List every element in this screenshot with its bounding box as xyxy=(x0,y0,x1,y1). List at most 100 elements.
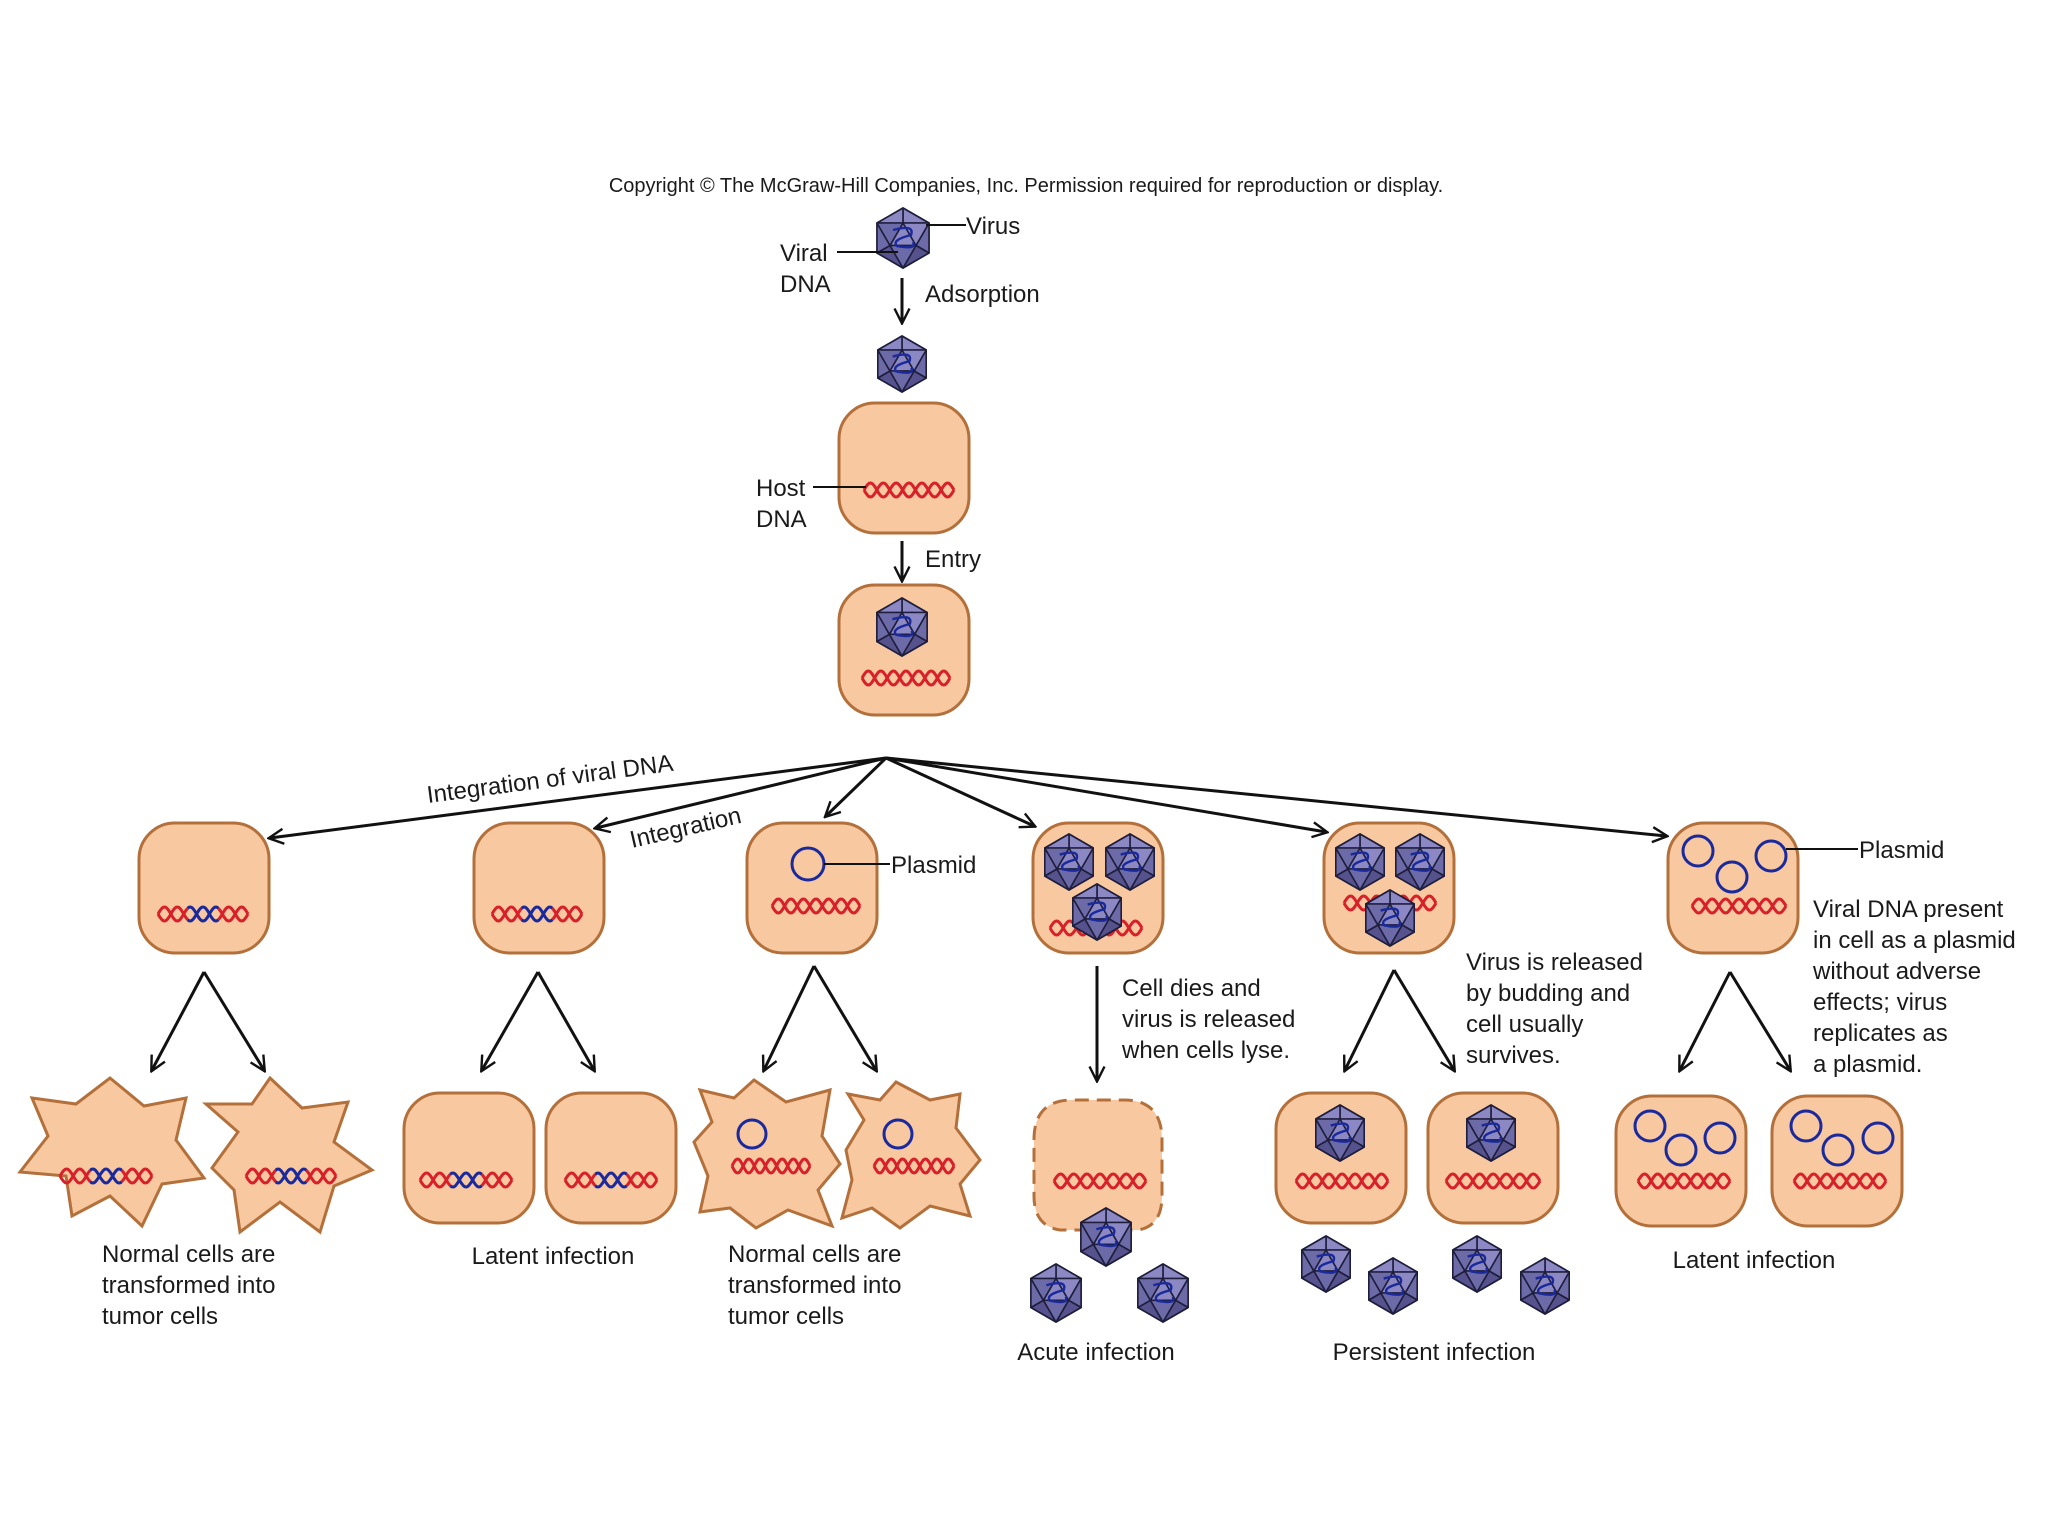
capsid-facet-9 xyxy=(1084,918,1110,941)
dna-strand-b xyxy=(730,1157,812,1175)
budded-virus-1 xyxy=(1301,1235,1351,1293)
integrated-dna-1 xyxy=(156,905,250,923)
capsid-facet-9 xyxy=(1464,1270,1490,1293)
plasmid-cell-dna-1 xyxy=(770,897,862,915)
split-arrow-1a xyxy=(152,971,206,1070)
dna-strand-b xyxy=(1690,897,1788,915)
outcome-tumor-1-line-2: transformed into xyxy=(102,1272,275,1299)
dna-strand-b-2 xyxy=(89,1167,123,1185)
plasmid-note-line-5: replicates as xyxy=(1813,1020,1948,1047)
outcome-tumor-2-line-3: tumor cells xyxy=(728,1303,844,1330)
tumor-dna-1a xyxy=(58,1167,154,1185)
dna-strand-b-2 xyxy=(274,1167,308,1185)
plasmid-note-line-2: in cell as a plasmid xyxy=(1813,927,2016,954)
capsid-facet-2 xyxy=(1137,1263,1164,1280)
dna-strand-b-1 xyxy=(490,905,523,923)
lytic-virus-3 xyxy=(1072,883,1122,941)
latent-plasmid-2b1 xyxy=(1789,1109,1823,1143)
split-arrow-5a xyxy=(1345,969,1396,1070)
host-dna-strand xyxy=(862,481,956,499)
copyright-notice: Copyright © The McGraw-Hill Companies, I… xyxy=(609,175,1443,197)
dna-strand-b-1 xyxy=(58,1167,92,1185)
capsid-facet-2 xyxy=(876,207,904,224)
plasmid-cell-2 xyxy=(1666,821,1800,955)
virus-adsorbed xyxy=(876,335,928,393)
capsid-facet-2 xyxy=(1452,1235,1478,1251)
integrated-cell-2 xyxy=(472,821,606,955)
dna-strand-a xyxy=(1636,1172,1732,1190)
dna-strand-b-1 xyxy=(244,1167,277,1185)
tumor-dna-2b xyxy=(872,1157,956,1175)
dna-strand-a xyxy=(1052,1172,1148,1190)
dna-strand-a-1 xyxy=(563,1171,597,1189)
dna-strand-a xyxy=(1444,1172,1542,1190)
dna-strand-b-2 xyxy=(186,905,220,923)
capsid-viral-dna xyxy=(1059,851,1081,872)
split-arrow-3a xyxy=(764,965,816,1070)
tumor-cell-2b xyxy=(839,1080,982,1230)
dna-strand-a xyxy=(730,1157,812,1175)
persistent-survivor-virus-1 xyxy=(1315,1104,1365,1162)
capsid-facet-1 xyxy=(1325,1235,1351,1251)
capsid-facet-9 xyxy=(1532,1292,1558,1315)
capsid-facet-9 xyxy=(1042,1299,1070,1323)
capsid-facet-1 xyxy=(1544,1257,1570,1273)
dna-strand-b-2 xyxy=(520,905,554,923)
capsid-facet-9 xyxy=(1056,868,1082,891)
capsid-viral-dna xyxy=(1380,907,1402,928)
latent-plasmid-2a1 xyxy=(1633,1109,1667,1143)
lysis-note-line-2: virus is released xyxy=(1122,1006,1295,1033)
lysis-note-line-3: when cells lyse. xyxy=(1121,1037,1290,1064)
plasmid-ring-2c xyxy=(1754,839,1788,873)
outcome-acute: Acute infection xyxy=(1017,1339,1174,1366)
outcome-tumor-1-line-3: tumor cells xyxy=(102,1303,218,1330)
outcome-latent-1: Latent infection xyxy=(472,1243,635,1270)
capsid-viral-dna xyxy=(1410,851,1432,872)
capsid-viral-dna xyxy=(892,616,914,638)
dna-strand-a-2 xyxy=(594,1171,628,1189)
adsorption-label: Adsorption xyxy=(925,281,1040,308)
capsid-facet-9 xyxy=(1377,924,1403,947)
plasmid-label-2: Plasmid xyxy=(1859,837,1944,864)
integration-label: Integration xyxy=(627,802,744,854)
capsid-viral-dna xyxy=(1153,1282,1175,1304)
integrated-cell-1 xyxy=(137,821,271,955)
host-label: Host xyxy=(756,475,806,502)
capsid-viral-dna xyxy=(1350,851,1372,872)
capsid-facet-2 xyxy=(1520,1257,1546,1273)
branch-arrow-1 xyxy=(270,756,887,838)
capsid-facet-9 xyxy=(1149,1299,1177,1323)
host-cell xyxy=(837,401,971,535)
dna-strand-a-3 xyxy=(625,1171,659,1189)
capsid-facet-2 xyxy=(876,335,903,351)
latent-plasmid-2a3 xyxy=(1703,1121,1737,1155)
capsid-viral-dna xyxy=(1120,851,1142,872)
split-arrow-5b xyxy=(1392,969,1454,1070)
capsid-facet-9 xyxy=(1380,1292,1406,1315)
capsid-facet-1 xyxy=(1476,1235,1502,1251)
plasmid-note-line-1: Viral DNA present xyxy=(1813,896,2004,923)
persistent-survivor-dna-2 xyxy=(1444,1172,1542,1190)
latent-cell-2a xyxy=(1614,1094,1748,1228)
dna-strand-b xyxy=(1444,1172,1542,1190)
capsid-facet-1 xyxy=(1392,1257,1418,1273)
capsid-viral-dna xyxy=(1087,901,1109,922)
lysis-note-line-1: Cell dies and xyxy=(1122,975,1261,1002)
lytic-virus-2 xyxy=(1105,833,1155,891)
dna-strand-b xyxy=(770,897,862,915)
persistent-survivor-dna-1 xyxy=(1294,1172,1390,1190)
capsid-viral-dna xyxy=(1096,1226,1118,1248)
split-arrow-6a xyxy=(1680,971,1732,1070)
capsid-facet-9 xyxy=(1407,868,1433,891)
dna-strand-b-2 xyxy=(449,1171,483,1189)
viral-label: Viral xyxy=(780,240,828,267)
lysed-cell-dna xyxy=(1052,1172,1148,1190)
latent-plasmid-2b3 xyxy=(1861,1121,1895,1155)
dna-strand-a-2 xyxy=(89,1167,123,1185)
budding-note-line-2: by budding and xyxy=(1466,980,1630,1007)
latent-dna-2a xyxy=(1636,1172,1732,1190)
virus-label: Virus xyxy=(966,213,1020,240)
branch-arrow-2 xyxy=(596,756,887,828)
